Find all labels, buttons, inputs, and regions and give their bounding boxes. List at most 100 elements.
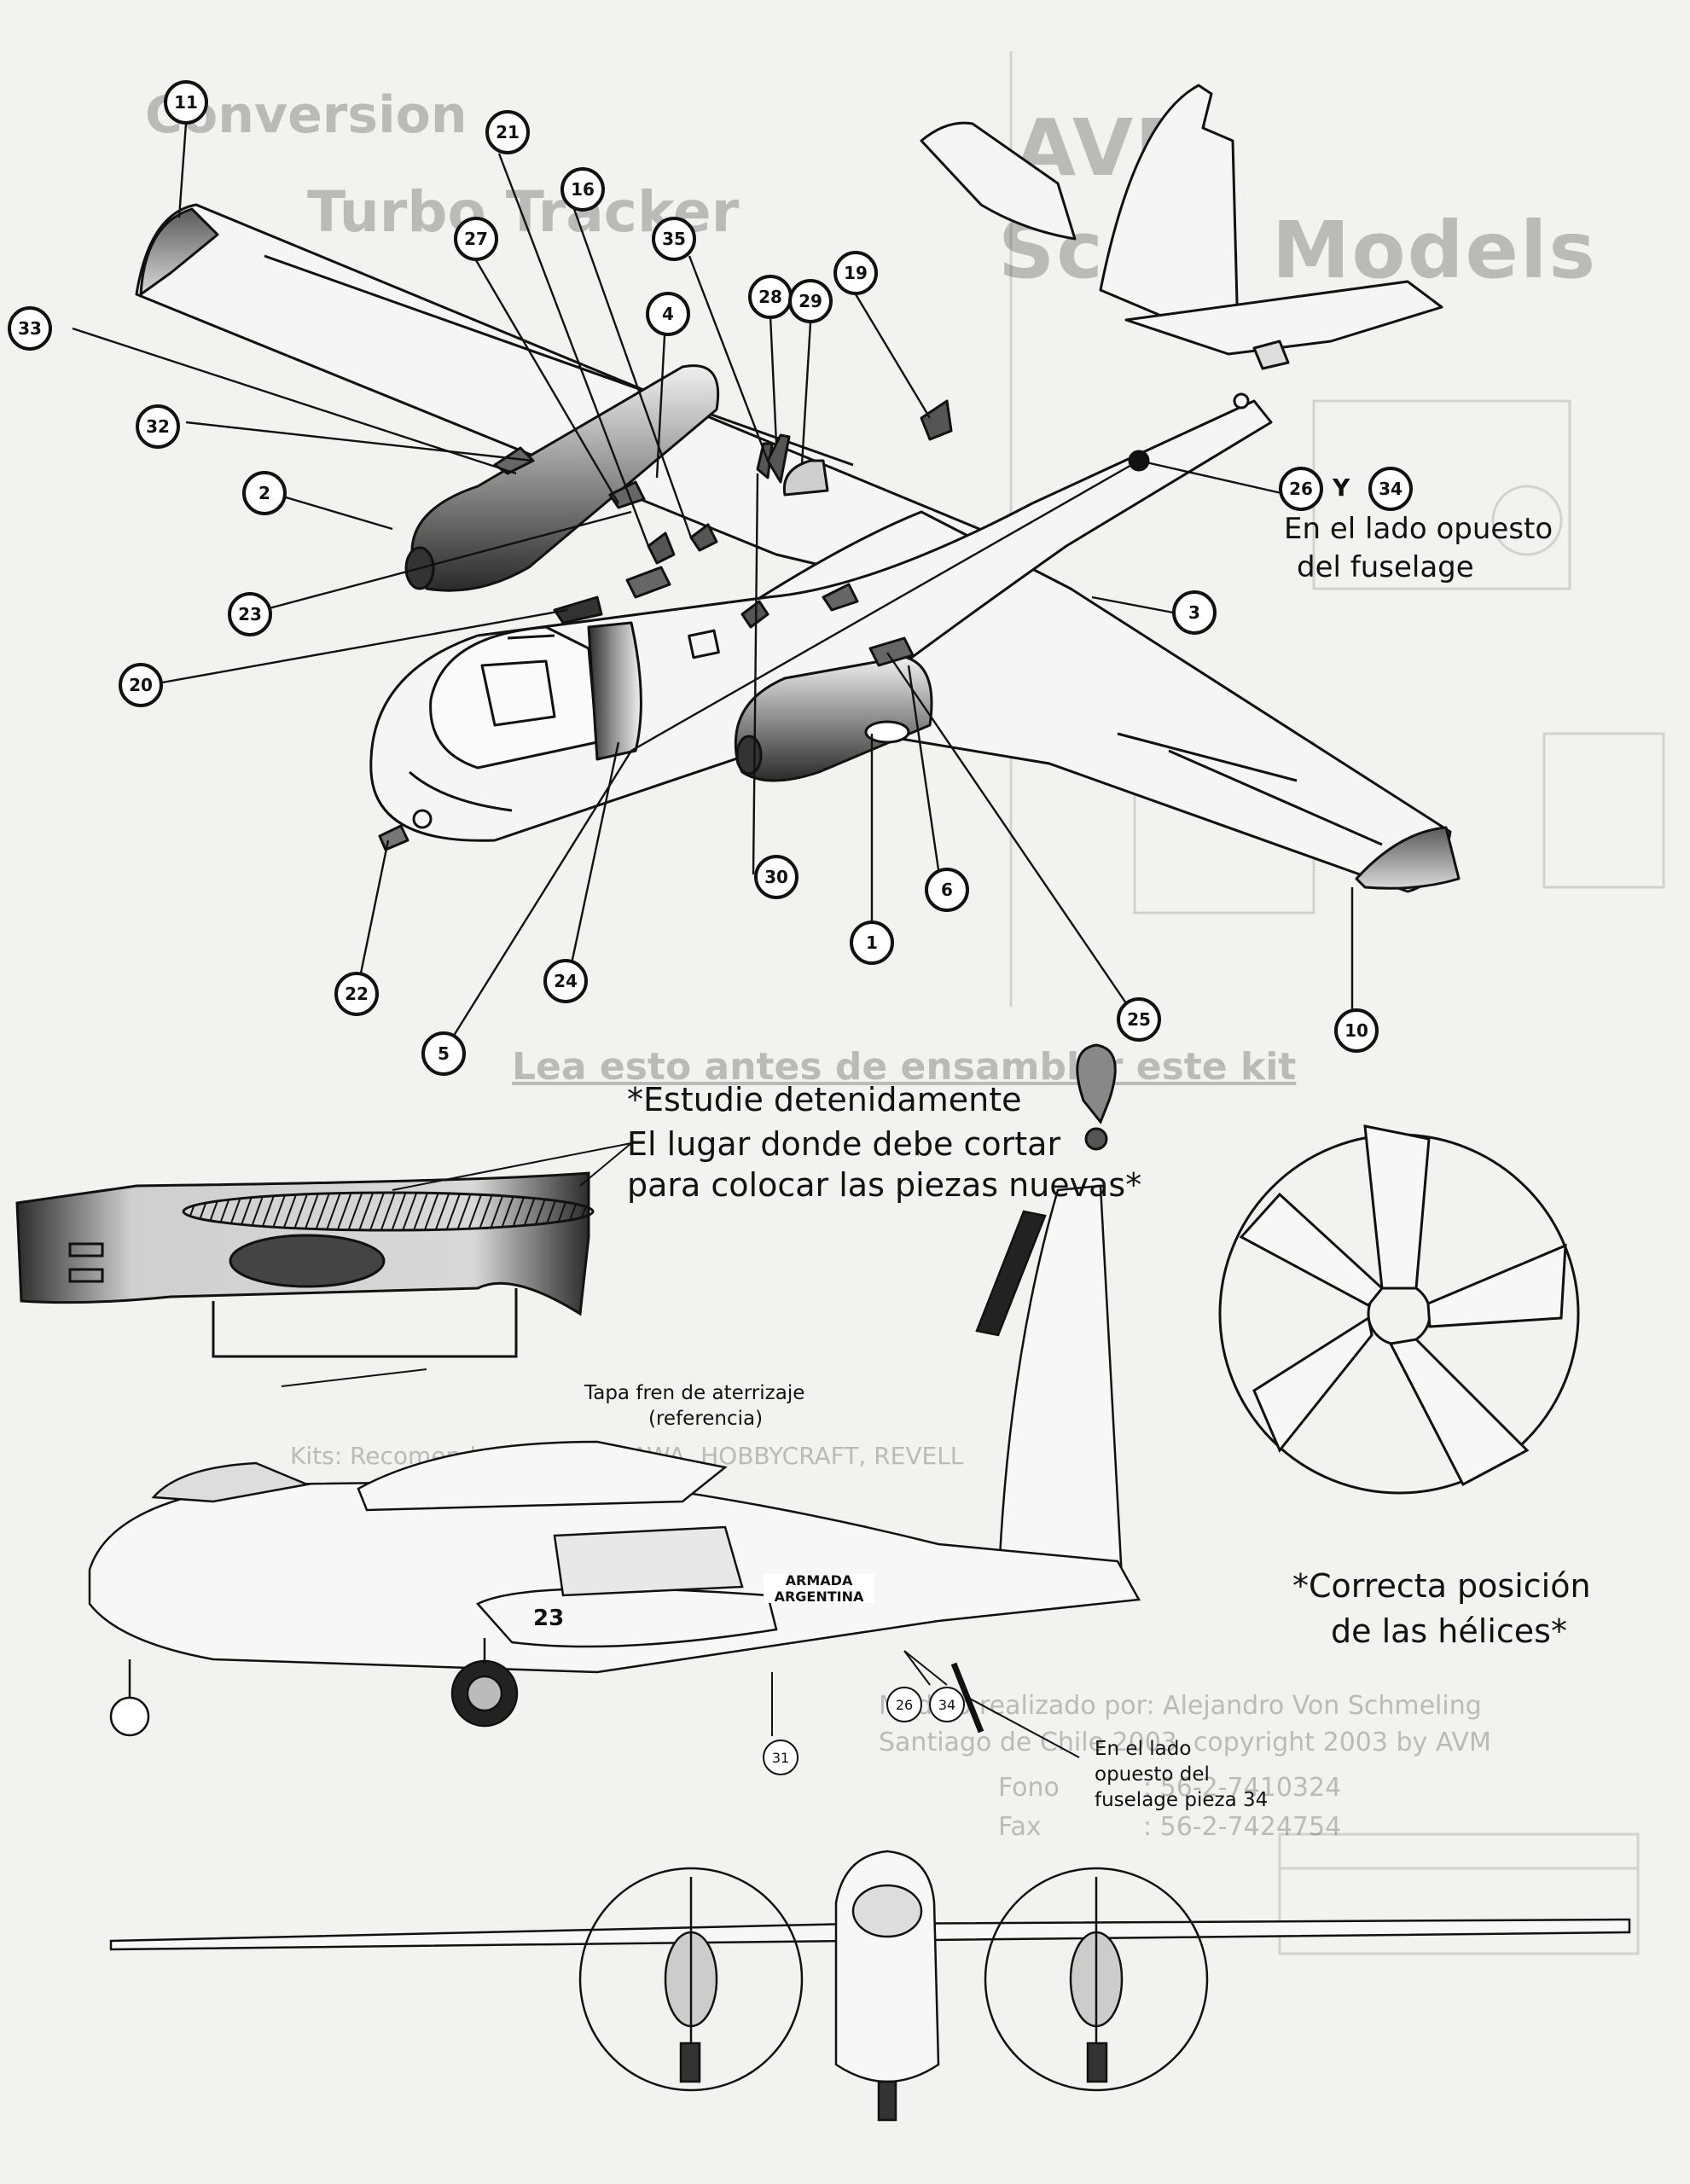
callout-23-circle bbox=[228, 592, 272, 636]
callout-side-31-circle bbox=[763, 1740, 799, 1775]
callout-21: 21 bbox=[496, 122, 520, 142]
front-prop-disc-left bbox=[578, 1867, 804, 2092]
nose-hole bbox=[412, 809, 433, 829]
callout-20-circle bbox=[119, 663, 163, 707]
callout-27-circle bbox=[454, 217, 498, 261]
leader-lines bbox=[72, 123, 1354, 1053]
tail-stub bbox=[1252, 340, 1290, 370]
side-leader-opposite bbox=[967, 1697, 1080, 1758]
part-27 bbox=[608, 480, 646, 509]
side-marking-armada: ARMADA bbox=[786, 1572, 853, 1589]
side-cockpit bbox=[151, 1461, 311, 1503]
right-nacelle-intake bbox=[864, 720, 910, 744]
callout-2-circle bbox=[242, 471, 287, 515]
exclamation-mark bbox=[1076, 1043, 1117, 1124]
front-prop-disc-right bbox=[984, 1867, 1209, 2092]
side-leader-34 bbox=[903, 1650, 948, 1686]
callout-side-34: 34 bbox=[938, 1697, 955, 1713]
fuselage-nose-line bbox=[409, 770, 513, 812]
side-view: ARMADA ARGENTINA 23 bbox=[88, 1184, 1141, 1758]
part-30 bbox=[740, 600, 770, 629]
callout-11: 11 bbox=[174, 92, 198, 113]
callout-26-circle bbox=[1279, 467, 1323, 511]
left-wing-tip bbox=[139, 207, 219, 296]
part-21 bbox=[647, 531, 676, 565]
callout-side-26: 26 bbox=[896, 1697, 913, 1713]
callout-24-circle bbox=[543, 959, 588, 1003]
callout-1-circle bbox=[850, 921, 894, 965]
callout-10-circle bbox=[1334, 1008, 1379, 1053]
callout-side-31: 31 bbox=[772, 1750, 789, 1766]
callout-4: 4 bbox=[662, 304, 674, 324]
label-opposite-1: En el lado opuesto bbox=[1284, 512, 1554, 546]
section-intake bbox=[229, 1234, 386, 1288]
callout-21-circle bbox=[485, 110, 530, 154]
part-22 bbox=[378, 824, 409, 851]
bleed-fono-value: : 56-2-7410324 bbox=[1143, 1773, 1342, 1803]
gear-door-reference bbox=[212, 1288, 518, 1358]
tail-fin bbox=[1099, 84, 1239, 339]
callout-numbers: 11 21 16 27 35 4 28 29 19 33 32 2 23 20 … bbox=[18, 92, 1403, 1766]
part-19 bbox=[920, 399, 953, 441]
front-gear-nose bbox=[877, 2080, 897, 2122]
callout-2: 2 bbox=[258, 483, 270, 503]
nose-wheel bbox=[109, 1696, 150, 1737]
section-detail-slot-1 bbox=[68, 1242, 104, 1258]
callout-33-circle bbox=[8, 306, 52, 351]
label-y: Y bbox=[1333, 473, 1350, 502]
gear-door-leader bbox=[281, 1368, 427, 1387]
label-gear-2: (referencia) bbox=[648, 1408, 764, 1430]
callout-16-circle bbox=[560, 167, 605, 212]
bleed-credits-2: Santiago de Chile 2003. copyright 2003 b… bbox=[879, 1728, 1491, 1757]
right-wing-aileron bbox=[1168, 749, 1383, 846]
part-16 bbox=[689, 523, 718, 552]
right-wing-slot bbox=[1117, 732, 1298, 782]
label-side-3: fuselage pieza 34 bbox=[1095, 1789, 1269, 1811]
callout-33: 33 bbox=[18, 318, 42, 339]
part-35 bbox=[756, 442, 774, 479]
callout-23: 23 bbox=[238, 604, 262, 624]
callout-19: 19 bbox=[844, 263, 868, 283]
study-leader-1 bbox=[392, 1142, 632, 1191]
right-nacelle bbox=[734, 655, 933, 782]
cockpit-window-1 bbox=[480, 659, 556, 727]
label-prop-1: *Correcta posición bbox=[1292, 1567, 1591, 1605]
bleed-section-title: Lea esto antes de ensamblar este kit bbox=[512, 1045, 1297, 1089]
section-detail-slot-2 bbox=[68, 1268, 104, 1283]
callout-6: 6 bbox=[941, 880, 953, 900]
callout-19-circle bbox=[833, 251, 878, 295]
callout-side-26-circle bbox=[886, 1687, 922, 1722]
side-sponson bbox=[553, 1525, 744, 1597]
right-stabilizer bbox=[1124, 280, 1443, 356]
cockpit-rear-section bbox=[587, 621, 642, 761]
callout-25-circle bbox=[1117, 997, 1161, 1042]
study-leader-2 bbox=[579, 1142, 632, 1187]
callout-32-circle bbox=[136, 404, 180, 449]
cockpit-window-2 bbox=[507, 634, 555, 640]
part-6 bbox=[868, 636, 915, 667]
callout-24: 24 bbox=[554, 971, 578, 991]
callout-1: 1 bbox=[866, 932, 878, 953]
part-upper-right bbox=[822, 583, 859, 612]
callout-3-circle bbox=[1172, 590, 1217, 635]
callout-35-circle bbox=[652, 217, 696, 261]
label-study-1: *Estudie detenidamente bbox=[627, 1081, 1022, 1118]
label-opposite-2: del fuselage bbox=[1297, 550, 1474, 584]
bleed-fono-label: Fono bbox=[998, 1773, 1060, 1803]
callout-3: 3 bbox=[1188, 602, 1200, 623]
tail-hook-side bbox=[950, 1662, 984, 1734]
left-nacelle bbox=[410, 364, 720, 592]
callout-30-circle bbox=[754, 855, 799, 899]
fuselage-window bbox=[688, 629, 720, 659]
callout-28: 28 bbox=[758, 287, 782, 307]
side-rudder-stripe bbox=[975, 1210, 1047, 1337]
callout-side-34-circle bbox=[929, 1687, 965, 1722]
front-cockpit bbox=[851, 1884, 923, 1938]
label-side-2: opuesto del bbox=[1095, 1763, 1210, 1786]
callout-16: 16 bbox=[571, 179, 595, 200]
exclamation-dot bbox=[1084, 1127, 1108, 1151]
cockpit bbox=[429, 625, 599, 770]
label-study-2: El lugar donde debe cortar bbox=[627, 1125, 1061, 1163]
